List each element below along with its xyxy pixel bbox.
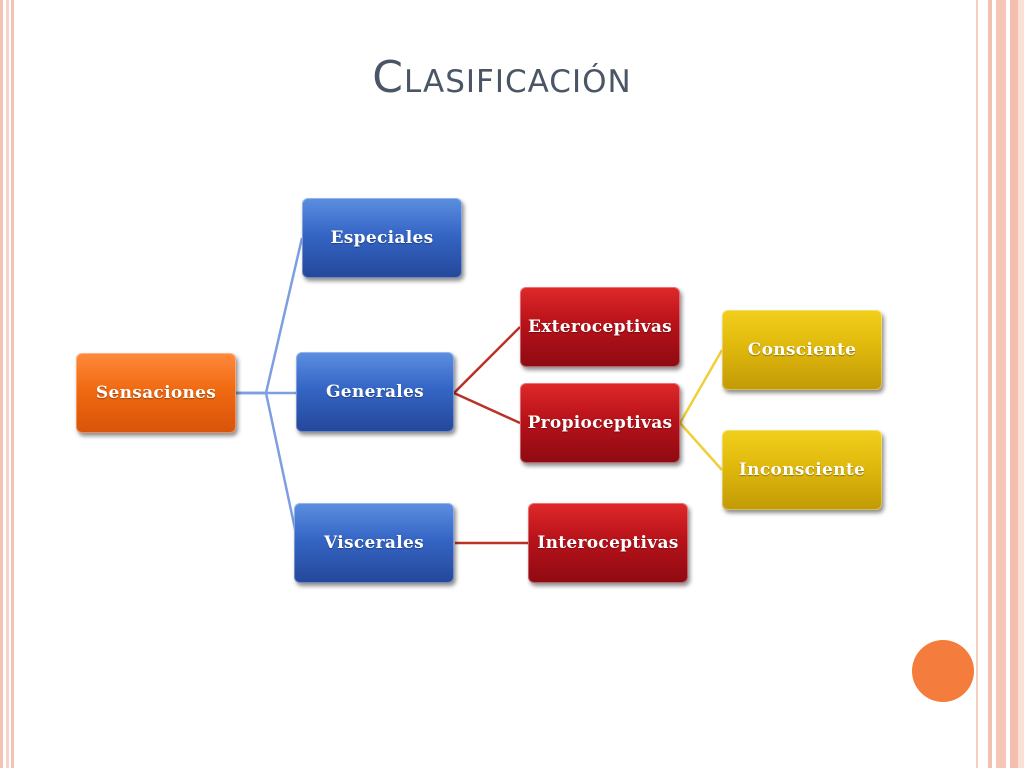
node-viscerales: Viscerales: [294, 503, 454, 583]
node-inconsciente: Inconsciente: [722, 430, 882, 510]
node-interoceptivas-label: Interoceptivas: [537, 533, 679, 553]
connector-propioceptivas-inconsciente: [679, 422, 723, 471]
node-exteroceptivas-label: Exteroceptivas: [527, 317, 673, 337]
node-especiales: Especiales: [302, 198, 462, 278]
node-viscerales-label: Viscerales: [324, 533, 424, 553]
node-exteroceptivas: Exteroceptivas: [520, 287, 680, 367]
node-generales-label: Generales: [325, 382, 425, 402]
connector-sensaciones-viscerales: [236, 391, 300, 544]
connector-generales-exteroceptivas: [453, 326, 521, 394]
node-propioceptivas-label: Propioceptivas: [527, 413, 673, 433]
connector-generales-propioceptivas: [453, 391, 521, 425]
node-inconsciente-label: Inconsciente: [738, 460, 866, 480]
node-consciente: Consciente: [722, 310, 882, 390]
connector-propioceptivas-consciente: [678, 349, 724, 424]
node-sensaciones-label: Sensaciones: [95, 383, 217, 403]
node-propioceptivas: Propioceptivas: [520, 383, 680, 463]
node-interoceptivas: Interoceptivas: [528, 503, 688, 583]
node-consciente-label: Consciente: [747, 340, 857, 360]
left-border-decoration: [0, 0, 14, 768]
node-sensaciones: Sensaciones: [76, 353, 236, 433]
node-especiales-label: Especiales: [330, 228, 434, 248]
node-generales: Generales: [296, 352, 454, 432]
slide-title: Clasificación: [372, 52, 632, 103]
decorative-circle: [912, 640, 974, 702]
connector-sensaciones-especiales: [236, 237, 304, 395]
right-border-decoration: [976, 0, 1024, 768]
